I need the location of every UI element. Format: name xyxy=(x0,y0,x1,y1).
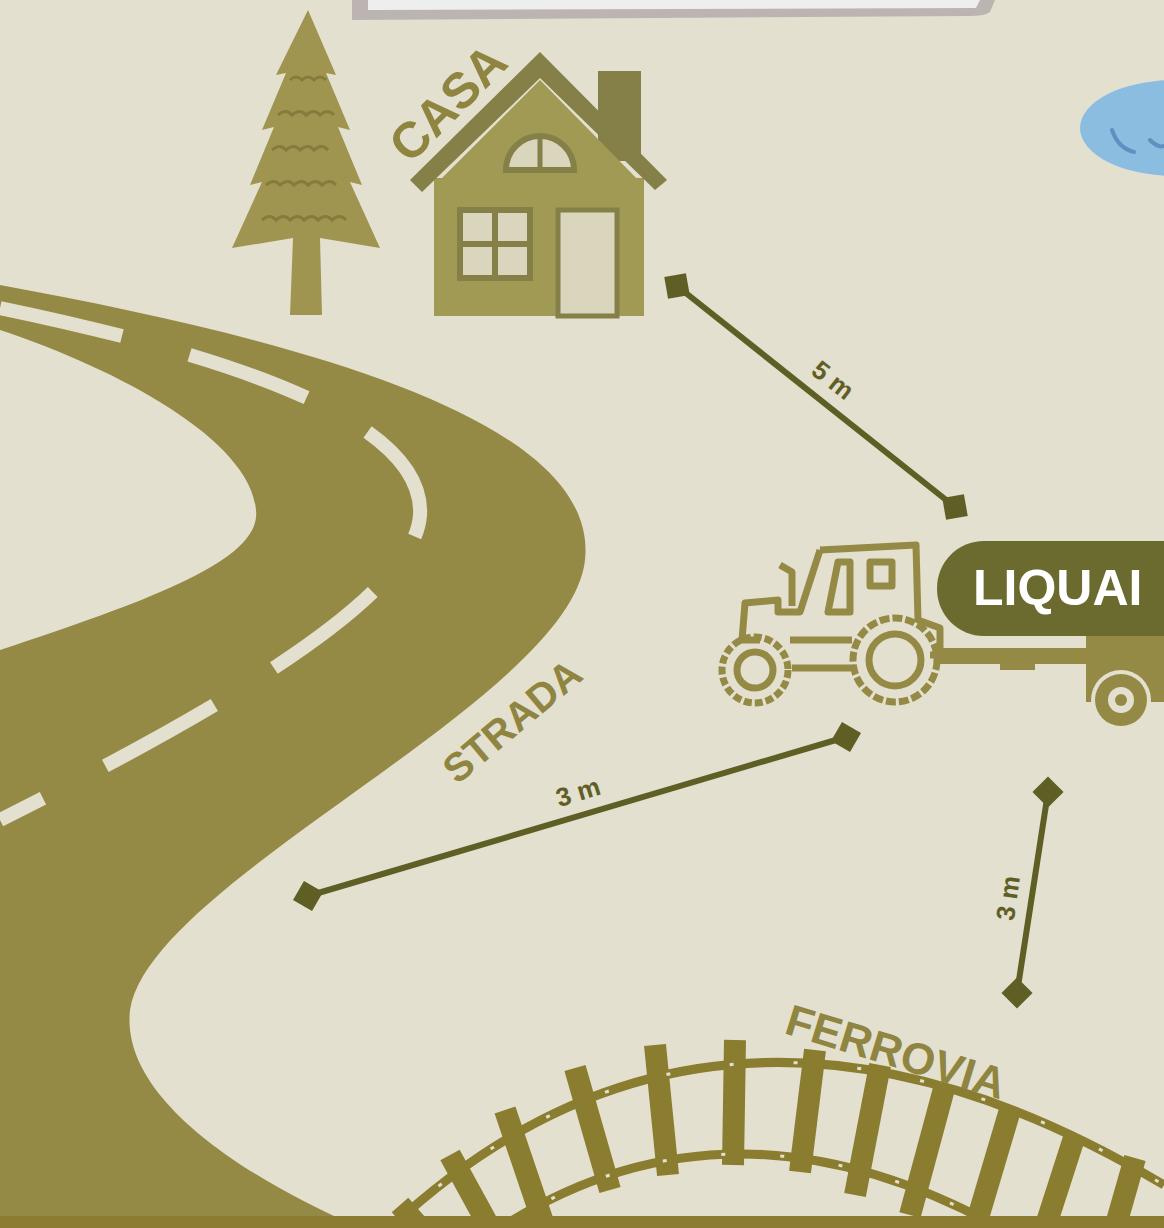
rail-tie xyxy=(800,1050,815,1172)
rail-tie xyxy=(655,1045,668,1175)
dimension-end xyxy=(1032,776,1063,807)
dimension-end xyxy=(1001,977,1032,1008)
tree-texture xyxy=(262,77,346,220)
house-arch-bar xyxy=(538,138,543,170)
bottom-strip xyxy=(0,1216,1164,1228)
tractor-window xyxy=(828,562,850,612)
dimension-end xyxy=(942,494,967,519)
pond xyxy=(1080,80,1164,176)
tractor xyxy=(722,545,940,703)
dimension-end xyxy=(293,881,323,911)
rail-bolts xyxy=(390,1062,1164,1228)
tractor-frame xyxy=(790,640,855,668)
road-lane-marking xyxy=(0,308,420,820)
dimension-label: 3 m xyxy=(992,874,1024,922)
rail-tie xyxy=(1045,1135,1075,1228)
tractor-front-hub xyxy=(737,652,773,688)
dimension-line xyxy=(677,286,955,507)
tractor-exhaust xyxy=(780,565,792,606)
dimension-lines xyxy=(293,273,1064,1008)
rail-tie xyxy=(575,1068,610,1190)
rail-tie xyxy=(975,1110,1010,1228)
tractor-hood xyxy=(742,550,820,640)
house-arch-window xyxy=(506,136,574,170)
dimension-end xyxy=(664,273,689,298)
rail-outer xyxy=(390,1062,1164,1228)
trailer-hub-center xyxy=(1115,694,1127,706)
tank-box: LIQUAI xyxy=(937,541,1164,636)
trailer-hitch xyxy=(1000,660,1035,670)
dimension-line xyxy=(308,737,846,896)
top-panel-inner xyxy=(368,0,980,10)
tractor-rear-hub xyxy=(869,634,921,686)
top-panel xyxy=(352,0,995,20)
tractor-window xyxy=(870,562,892,586)
tractor-rear-wheel xyxy=(853,618,937,702)
pond-ripple xyxy=(1112,130,1134,152)
node-text: LIQUAI xyxy=(973,541,1164,636)
pond-ripple xyxy=(1150,140,1164,146)
trailer-wheel xyxy=(1095,674,1147,726)
house-door xyxy=(558,210,617,316)
trailer-hub xyxy=(1108,687,1134,713)
trailer-wheel-gap xyxy=(1091,670,1151,730)
pine-tree xyxy=(232,10,380,315)
dimension-end xyxy=(831,722,861,752)
house-window-bar xyxy=(460,241,530,247)
tractor-front-wheel xyxy=(722,637,788,703)
house-window xyxy=(460,210,530,278)
rail-tie xyxy=(733,1040,735,1165)
